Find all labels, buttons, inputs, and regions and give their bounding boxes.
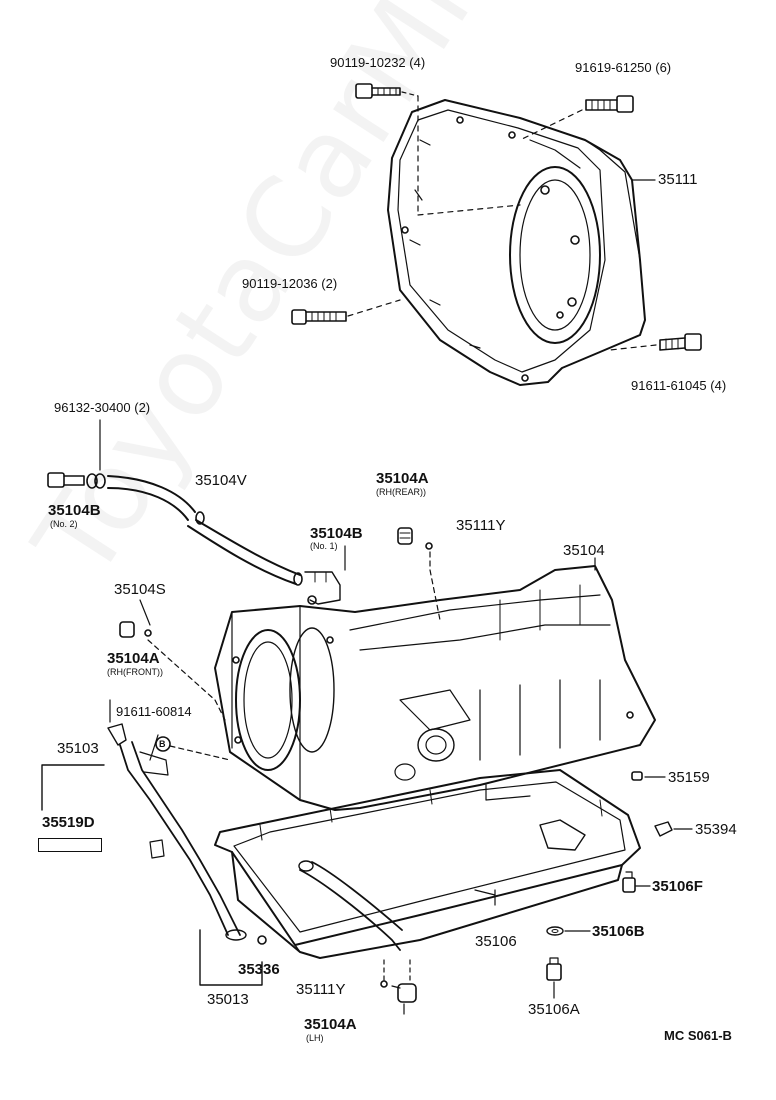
bracket-35103 — [41, 764, 105, 811]
label-35104: 35104 — [563, 542, 605, 559]
label-35104B-no2: 35104B — [48, 502, 101, 519]
label-35104S: 35104S — [114, 581, 166, 598]
bolt-90119-12036 — [291, 299, 401, 325]
label-35104A-rear: 35104A — [376, 470, 429, 487]
label-35103: 35103 — [57, 740, 99, 757]
label-35106A: 35106A — [528, 1001, 580, 1018]
label-35519D: 35519D — [42, 814, 95, 831]
bolt-91619-61250 — [519, 95, 634, 141]
label-35104B-no2-sub: (No. 2) — [50, 519, 78, 529]
bolt-91611-61045 — [609, 333, 702, 351]
label-35104A-lh: 35104A — [304, 1016, 357, 1033]
label-35106B: 35106B — [592, 923, 645, 940]
breather-hose-assembly — [47, 419, 341, 605]
label-35111Y-top: 35111Y — [456, 517, 506, 534]
label-91611-60814: 91611-60814 — [116, 704, 192, 719]
label-35104V: 35104V — [195, 472, 247, 489]
label-35104A-front: 35104A — [107, 650, 160, 667]
label-35159: 35159 — [668, 769, 710, 786]
label-35104A-lh-sub: (LH) — [306, 1033, 324, 1043]
bracket-35013 — [199, 929, 263, 986]
pan-small-parts — [380, 771, 693, 1015]
label-96132-30400: 96132-30400 (2) — [54, 400, 151, 415]
bolt-90119-10232 — [355, 83, 521, 216]
plug-rh-front — [119, 621, 231, 761]
bell-housing — [387, 99, 646, 386]
legend-box — [38, 838, 102, 852]
label-35104A-rear-sub: (RH(REAR)) — [376, 487, 426, 497]
label-35013: 35013 — [207, 991, 249, 1008]
label-91611-60814-mark: B — [159, 739, 166, 749]
label-35336: 35336 — [238, 961, 280, 978]
label-91619-61250: 91619-61250 (6) — [575, 60, 672, 75]
label-35104B-no1: 35104B — [310, 525, 363, 542]
label-35394: 35394 — [695, 821, 737, 838]
label-35104A-front-sub: (RH(FRONT)) — [107, 667, 163, 677]
oil-pan — [214, 769, 641, 959]
transmission-case — [214, 565, 656, 811]
figure-code: MC S061-B — [664, 1028, 732, 1043]
leaders — [109, 545, 596, 896]
label-90119-10232: 90119-10232 (4) — [330, 55, 426, 70]
label-35104B-no1-sub: (No. 1) — [310, 541, 338, 551]
label-35106: 35106 — [475, 933, 517, 950]
label-35106F: 35106F — [652, 878, 703, 895]
label-35111Y-bottom: 35111Y — [296, 981, 346, 998]
label-91611-61045: 91611-61045 (4) — [631, 378, 727, 393]
label-90119-12036: 90119-12036 (2) — [242, 276, 338, 291]
plug-rh-rear — [397, 527, 441, 621]
dipstick-tube — [107, 723, 267, 945]
label-35111: 35111 — [658, 171, 698, 188]
